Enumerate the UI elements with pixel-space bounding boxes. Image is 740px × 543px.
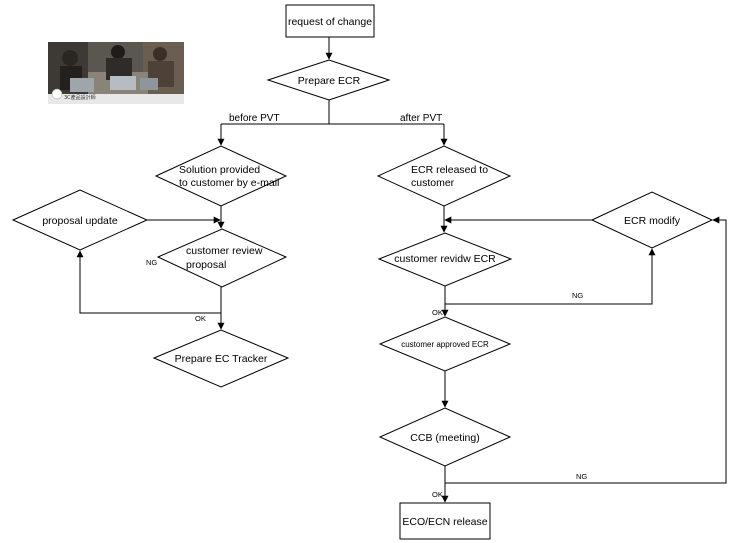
ecr-released-label-line2: customer xyxy=(411,177,455,189)
node-customer-review-proposal: customer review proposal xyxy=(156,228,288,288)
ecr-modify-label: ECR modify xyxy=(624,215,681,227)
node-prepare-ec-tracker: Prepare EC Tracker xyxy=(152,329,290,388)
node-ccb-meeting: CCB (meeting) xyxy=(378,407,512,467)
edge-review-ng-to-proposal-update xyxy=(76,250,221,314)
ok-label-left: OK xyxy=(195,314,206,323)
after-pvt-label: after PVT xyxy=(400,113,442,124)
solution-provided-label-line2: to customer by e-mail xyxy=(179,177,279,189)
edge-ccb-ng-to-modify xyxy=(445,216,727,484)
photo-thumbnail: 3C產品設計師 xyxy=(48,42,184,104)
ok-label-ccb: OK xyxy=(432,490,443,499)
prepare-ecr-label: Prepare ECR xyxy=(298,75,361,87)
customer-review-proposal-label-line2: proposal xyxy=(186,259,226,271)
customer-approved-ecr-label: customer approved ECR xyxy=(401,340,489,349)
node-ecr-modify: ECR modify xyxy=(590,191,714,249)
ng-label-ecr: NG xyxy=(572,291,583,300)
node-ecr-released: ECR released to customer xyxy=(376,145,512,207)
customer-review-proposal-label-line1: customer review xyxy=(186,245,263,257)
eco-ecn-release-label: ECO/ECN release xyxy=(402,516,487,528)
prepare-ec-tracker-label: Prepare EC Tracker xyxy=(175,353,268,365)
request-of-change-label: request of change xyxy=(288,16,372,28)
ecr-released-label-line1: ECR released to xyxy=(411,164,488,176)
node-customer-approved-ecr: customer approved ECR xyxy=(378,316,512,372)
node-proposal-update: proposal update xyxy=(11,189,149,251)
ccb-meeting-label: CCB (meeting) xyxy=(410,432,479,444)
ng-label-ccb: NG xyxy=(576,472,587,481)
node-customer-review-ecr: customer revidw ECR xyxy=(377,232,513,287)
ng-label-left: NG xyxy=(146,258,157,267)
solution-provided-label-line1: Solution provided xyxy=(179,164,260,176)
node-request-of-change: request of change xyxy=(285,4,375,38)
ok-label-ecr: OK xyxy=(432,308,443,317)
before-pvt-label: before PVT xyxy=(229,113,280,124)
photo-caption: 3C產品設計師 xyxy=(64,95,96,101)
customer-review-ecr-label: customer revidw ECR xyxy=(394,253,496,265)
node-eco-ecn-release: ECO/ECN release xyxy=(399,502,491,540)
edge-review-ecr-ng-to-modify xyxy=(445,248,656,305)
proposal-update-label: proposal update xyxy=(42,215,117,227)
node-prepare-ecr: Prepare ECR xyxy=(266,59,391,101)
node-solution-provided: Solution provided to customer by e-mail xyxy=(154,145,288,207)
